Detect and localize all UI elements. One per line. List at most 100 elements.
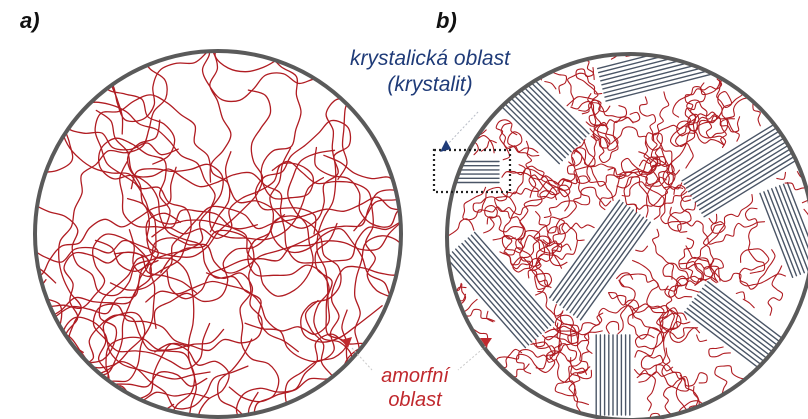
- amorphous-chain: [676, 86, 763, 146]
- amorphous-chain: [543, 138, 591, 219]
- amorphous-region-label: amorfní oblast: [360, 364, 470, 412]
- amorphous-chain: [590, 102, 628, 118]
- amorphous-label-line1: amorfní: [381, 365, 449, 387]
- amorphous-chain: [696, 334, 708, 343]
- amorphous-chain: [92, 272, 263, 370]
- amorphous-chain: [628, 203, 638, 213]
- amorphous-chain: [767, 265, 784, 316]
- amorphous-chain: [531, 258, 549, 288]
- amorphous-chain: [667, 202, 697, 232]
- crystalline-lamella: [549, 199, 651, 321]
- amorphous-chain: [744, 207, 766, 274]
- crystalline-lamella: [681, 122, 799, 218]
- amorphous-chain: [605, 320, 620, 335]
- amorphous-chain: [636, 372, 656, 412]
- amorphous-chain: [472, 164, 573, 213]
- amorphous-chain: [708, 213, 726, 234]
- amorphous-arrowhead-b: [480, 338, 492, 347]
- amorphous-chain: [447, 218, 475, 240]
- amorphous-chain: [525, 140, 558, 201]
- amorphous-chain: [535, 336, 562, 370]
- amorphous-chain: [94, 94, 258, 233]
- amorphous-chain: [228, 147, 353, 403]
- amorphous-chain: [708, 346, 731, 358]
- crystalline-lamella: [684, 281, 796, 379]
- amorphous-chain: [101, 51, 306, 165]
- amorphous-arrowhead-a: [341, 337, 352, 348]
- amorphous-chain: [507, 155, 659, 199]
- amorphous-chain: [617, 279, 636, 335]
- amorphous-chain: [608, 291, 640, 335]
- amorphous-chain: [632, 303, 682, 358]
- panel-a-label: a): [20, 8, 40, 33]
- amorphous-chain: [492, 230, 546, 273]
- amorphous-chain: [568, 149, 583, 167]
- amorphous-chain: [35, 163, 224, 297]
- crystalline-lamella: [595, 334, 631, 416]
- amorphous-chain: [638, 82, 706, 186]
- amorphous-chain: [585, 116, 634, 127]
- crystalline-lamella: [447, 231, 555, 349]
- amorphous-chain: [552, 310, 580, 337]
- amorphous-chain: [573, 54, 595, 81]
- amorphous-chain: [126, 119, 401, 264]
- amorphous-chain: [78, 314, 225, 417]
- amorphous-chain: [702, 223, 723, 284]
- amorphous-chain: [622, 372, 708, 419]
- amorphous-chain: [545, 322, 589, 397]
- panel-b-label: b): [436, 8, 457, 33]
- amorphous-chain: [35, 89, 272, 284]
- amorphous-chain: [566, 93, 611, 149]
- amorphous-chain: [568, 366, 591, 406]
- amorphous-chain: [545, 225, 585, 267]
- amorphous-chain: [537, 290, 564, 317]
- amorphous-leader-line-a: [351, 347, 373, 371]
- amorphous-chain: [507, 131, 540, 157]
- amorphous-chain: [70, 212, 249, 410]
- crystalline-lamella: [480, 55, 590, 165]
- amorphous-chain: [224, 119, 352, 235]
- amorphous-chain: [596, 123, 667, 211]
- amorphous-chain: [566, 135, 597, 184]
- amorphous-chain: [635, 245, 649, 252]
- crystalline-region-label: krystalická oblast (krystalit): [330, 46, 530, 98]
- amorphous-chain: [542, 312, 604, 344]
- amorphous-chain: [145, 98, 356, 335]
- panel-b-semicrystalline: [447, 54, 808, 419]
- amorphous-chain: [685, 194, 754, 259]
- amorphous-chain: [119, 149, 336, 297]
- amorphous-chain: [738, 248, 776, 290]
- amorphous-chain: [49, 316, 211, 402]
- amorphous-chain: [652, 228, 675, 280]
- amorphous-chain: [659, 309, 699, 339]
- amorphous-chain: [499, 234, 551, 279]
- crystallite-arrowhead: [440, 140, 451, 152]
- amorphous-chain: [669, 320, 701, 343]
- amorphous-chain: [98, 137, 299, 353]
- amorphous-chain: [483, 217, 495, 234]
- amorphous-chain: [575, 67, 599, 112]
- amorphous-chain: [570, 101, 619, 151]
- amorphous-chain: [166, 146, 401, 300]
- amorphous-chain: [639, 96, 667, 186]
- amorphous-chain: [660, 182, 766, 245]
- amorphous-chain: [694, 257, 786, 287]
- amorphous-chain: [583, 331, 593, 354]
- amorphous-chain: [504, 222, 595, 270]
- amorphous-chain: [632, 256, 714, 292]
- amorphous-chain: [93, 311, 208, 400]
- amorphous-chain: [515, 342, 556, 375]
- amorphous-chain: [244, 235, 401, 384]
- amorphous-chain: [645, 170, 692, 218]
- amorphous-chain: [533, 216, 566, 269]
- amorphous-chain: [462, 184, 571, 221]
- amorphous-chain: [60, 251, 198, 376]
- amorphous-chain: [568, 351, 605, 419]
- amorphous-chain: [638, 347, 690, 392]
- amorphous-chain: [544, 303, 563, 334]
- crystalline-lamella: [759, 182, 808, 278]
- amorphous-label-line2: oblast: [388, 389, 442, 411]
- amorphous-chain: [678, 237, 724, 283]
- amorphous-chain: [581, 99, 611, 115]
